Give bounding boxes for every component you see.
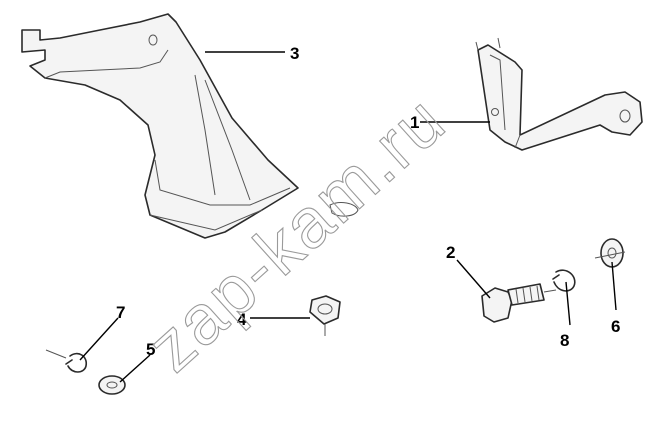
spring-washer-part-7 <box>45 349 88 373</box>
bolt-part-2 <box>481 283 557 323</box>
callout-6: 6 <box>611 317 620 336</box>
flat-washer-part-6 <box>594 238 626 268</box>
callout-4: 4 <box>237 310 247 329</box>
bracket-part-1 <box>475 37 643 151</box>
callout-1: 1 <box>410 113 419 132</box>
callout-2: 2 <box>446 243 455 262</box>
callout-7: 7 <box>116 303 125 322</box>
callout-8: 8 <box>560 331 569 350</box>
spring-washer-part-8 <box>552 269 576 292</box>
nut-part-4 <box>309 295 341 336</box>
callout-5: 5 <box>146 340 155 359</box>
leader-lines <box>79 51 617 383</box>
flat-washer-part-5 <box>98 375 126 395</box>
callout-3: 3 <box>290 44 299 63</box>
bracket-part-3 <box>21 13 359 239</box>
